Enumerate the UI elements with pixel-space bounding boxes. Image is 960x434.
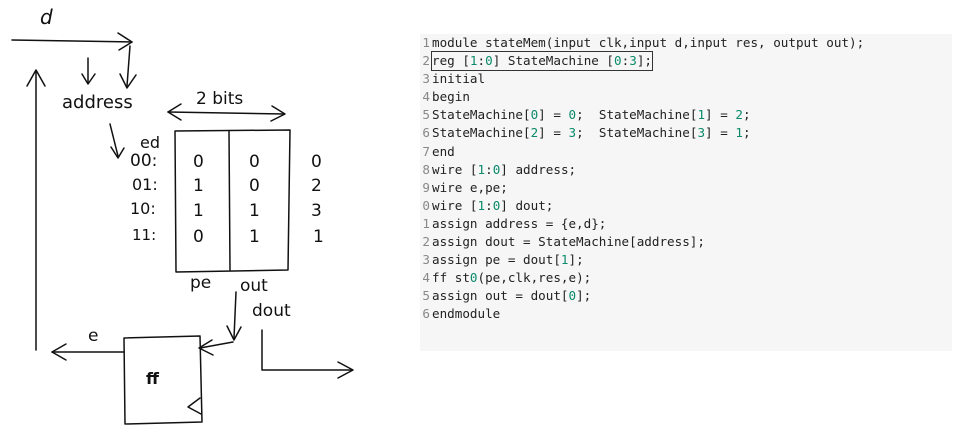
line-number: 8	[422, 161, 430, 177]
address-to-table-arrow	[109, 123, 119, 157]
code-text: end	[432, 143, 455, 159]
value-1: 2	[311, 176, 322, 196]
code-text: StateMachine[2] = 3; StateMachine[3] = 1…	[432, 125, 751, 141]
value-3: 1	[313, 227, 324, 247]
address-11: 11:	[132, 226, 156, 244]
line-number: 5	[422, 107, 430, 123]
cell-out-1: 0	[249, 176, 260, 196]
code-text: begin	[432, 89, 470, 105]
bits-arrow	[167, 111, 285, 115]
label-2-bits: 2 bits	[196, 89, 243, 109]
ff-box	[123, 335, 203, 425]
code-text: assign out = dout[0];	[432, 288, 592, 304]
code-text: assign address = {e,d};	[432, 215, 607, 231]
code-text: module stateMem(input clk,input d,input …	[432, 35, 865, 50]
label-ff: ff	[146, 369, 160, 388]
code-text: assign pe = dout[1];	[432, 252, 584, 268]
code-text: wire [1:0] address;	[432, 161, 577, 177]
code-text: initial	[432, 71, 486, 87]
line-number: 0	[422, 197, 430, 213]
code-text: endmodule	[432, 306, 501, 322]
memory-table	[174, 129, 291, 273]
code-text: wire [1:0] dout;	[432, 197, 554, 213]
code-text: ff st0(pe,clk,res,e);	[432, 270, 592, 286]
code-text: assign dout = StateMachine[address];	[432, 234, 705, 250]
cell-pe-3: 0	[193, 227, 204, 247]
d-input-arrow	[11, 39, 133, 43]
address-10: 10:	[130, 199, 156, 218]
code-text: wire e,pe;	[432, 179, 508, 195]
line-number: 6	[422, 306, 430, 322]
label-pe: pe	[190, 273, 211, 293]
label-dout: dout	[252, 301, 291, 321]
line-number: 1	[422, 35, 430, 50]
line-number: 1	[422, 215, 430, 231]
line-number: 9	[422, 179, 430, 195]
dout-output-arrow	[261, 329, 353, 371]
cell-out-3: 1	[249, 227, 260, 247]
code-text: StateMachine[0] = 0; StateMachine[1] = 2…	[432, 107, 751, 123]
label-d: d	[40, 5, 53, 29]
value-0: 0	[311, 152, 322, 172]
line-number: 4	[422, 89, 430, 105]
memory-table-divider	[228, 130, 231, 271]
label-ed: ed	[140, 133, 160, 152]
cell-pe-1: 1	[193, 176, 204, 196]
cell-pe-0: 0	[193, 152, 204, 172]
label-e: e	[88, 326, 98, 346]
address-01: 01:	[132, 175, 158, 194]
line-number: 7	[422, 143, 430, 159]
line-number: 6	[422, 125, 430, 141]
dout-arrow	[233, 291, 237, 339]
line-number: 3	[422, 252, 430, 268]
label-out: out	[240, 276, 268, 296]
code-text: reg [1:0] StateMachine [0:3];	[431, 51, 653, 72]
cell-out-2: 1	[249, 201, 260, 221]
line-number: 2	[422, 53, 430, 69]
address-arrow-right	[126, 45, 131, 87]
cell-pe-2: 1	[193, 201, 204, 221]
line-number: 2	[422, 234, 430, 250]
cell-out-0: 0	[249, 152, 260, 172]
pe-into-ff-arrow	[199, 341, 234, 349]
address-00: 00:	[130, 151, 157, 171]
line-number: 4	[422, 270, 430, 286]
label-address: address	[62, 92, 133, 113]
clock-triangle	[187, 397, 202, 415]
line-number: 5	[422, 288, 430, 304]
state-machine-sketch: d address 2 bits ed 00: 01: 10: 11: 0 1 …	[11, 5, 354, 425]
line-number: 3	[422, 71, 430, 87]
value-2: 3	[311, 201, 322, 221]
